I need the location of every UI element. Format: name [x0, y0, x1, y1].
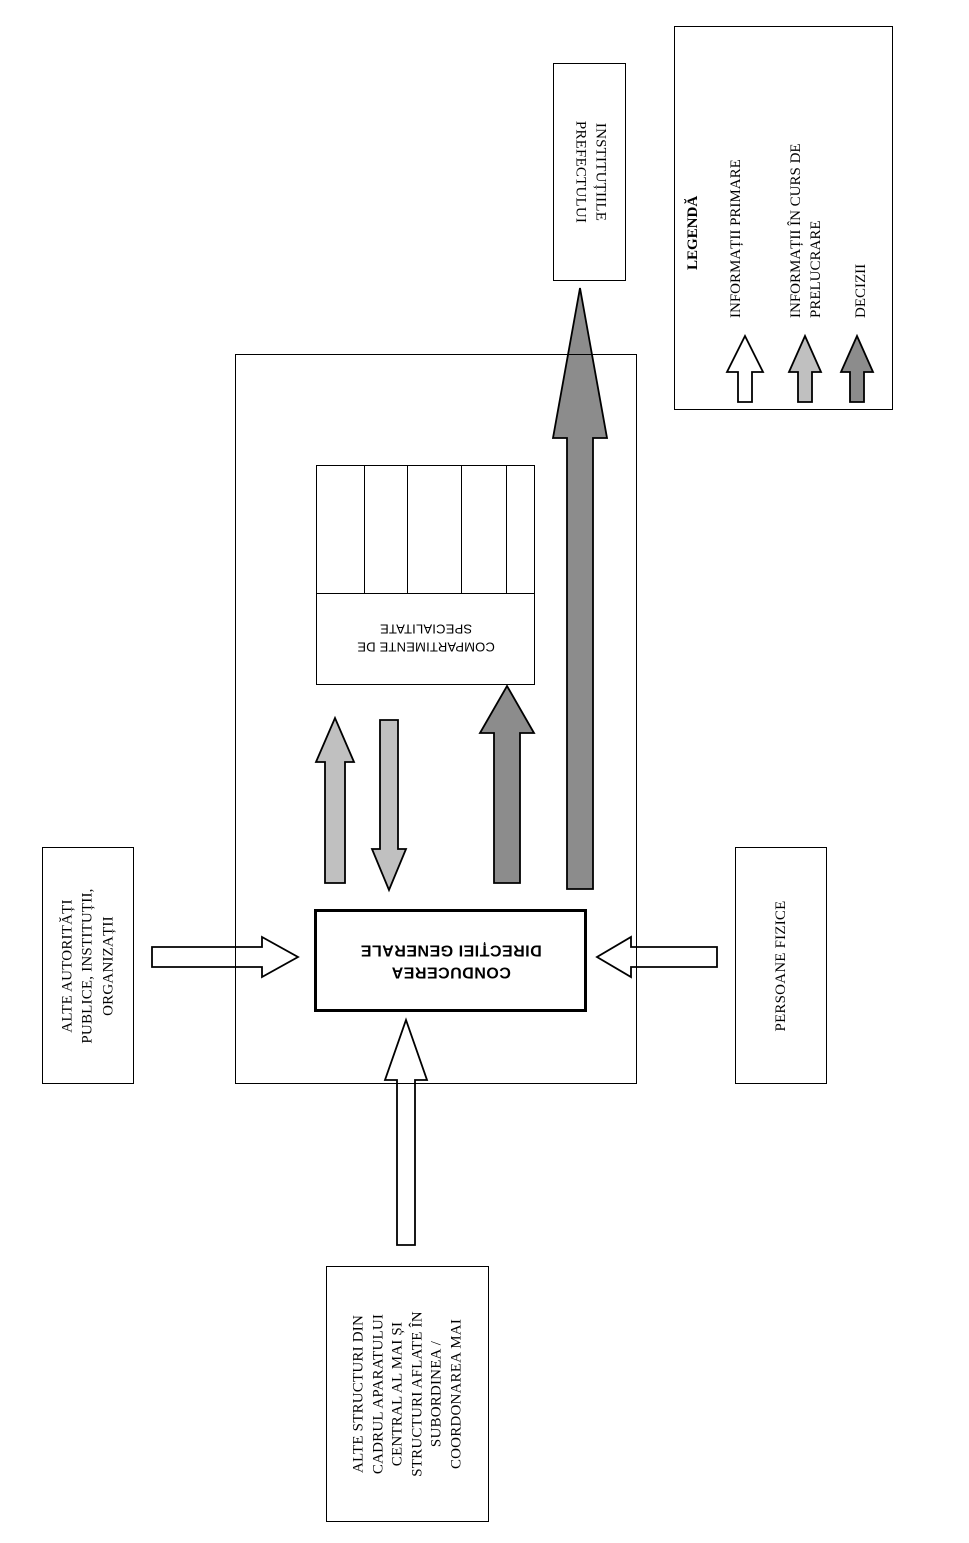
legend-label-primary: INFORMAȚII PRIMARE — [728, 159, 744, 318]
legend-arrow-decision — [839, 333, 875, 403]
arrow-primary-from-persons — [595, 935, 718, 979]
departments-columns — [317, 466, 534, 594]
arrow-processing-down — [370, 719, 408, 893]
other-structures-line-2: CADRUL APARATULUI — [369, 1313, 386, 1475]
departments-label: COMPARTIMENTE DE SPECIALITATE — [357, 620, 495, 655]
legend-label-processing-2: PRELUCRARE — [808, 220, 824, 318]
leadership-box: CONDUCEREA DIRECȚIEI GENERALE — [314, 909, 587, 1012]
natural-persons-label: PERSOANE FIZICE — [771, 900, 791, 1031]
leadership-label-line-2: DIRECȚIEI GENERALE — [359, 941, 542, 959]
legend-arrow-processing — [787, 333, 823, 403]
prefect-label: INSTITUȚIILE PREFECTULUI — [569, 121, 610, 223]
other-authorities-box: ALTE AUTORITĂȚI PUBLICE, INSTITUȚII, ORG… — [42, 847, 134, 1084]
other-authorities-line-3: ORGANIZAȚII — [100, 915, 117, 1016]
other-structures-label: ALTE STRUCTURI DIN CADRUL APARATULUI CEN… — [349, 1311, 466, 1476]
other-structures-line-3: CENTRAL AL MAI ȘI — [389, 1321, 405, 1467]
other-structures-box: ALTE STRUCTURI DIN CADRUL APARATULUI CEN… — [326, 1266, 489, 1522]
leadership-label: CONDUCEREA DIRECȚIEI GENERALE — [360, 939, 541, 982]
legend-arrow-primary — [725, 333, 765, 403]
arrow-primary-from-authorities — [151, 935, 300, 979]
departments-box: COMPARTIMENTE DE SPECIALITATE — [316, 465, 535, 685]
arrow-decision-to-departments — [478, 684, 536, 884]
other-authorities-label: ALTE AUTORITĂȚI PUBLICE, INSTITUȚII, ORG… — [58, 888, 119, 1043]
other-structures-line-1: ALTE STRUCTURI DIN — [350, 1314, 366, 1474]
natural-persons-line-1: PERSOANE FIZICE — [772, 900, 789, 1031]
other-authorities-line-2: PUBLICE, INSTITUȚII, — [79, 887, 96, 1044]
departments-label-line-1: COMPARTIMENTE DE — [356, 639, 495, 655]
prefect-box: INSTITUȚIILE PREFECTULUI — [553, 63, 626, 281]
other-structures-line-5: SUBORDINEA / — [428, 1340, 444, 1448]
arrow-processing-up — [314, 715, 356, 884]
arrow-decision-to-prefect — [551, 287, 609, 890]
departments-label-line-2: SPECIALITATE — [379, 622, 472, 637]
prefect-label-line-2: PREFECTULUI — [571, 120, 588, 224]
other-structures-line-4: STRUCTURI AFLATE ÎN — [408, 1311, 425, 1477]
other-structures-line-6: COORDONAREA MAI — [447, 1318, 464, 1470]
prefect-label-line-1: INSTITUȚIILE — [591, 122, 608, 222]
legend-label-processing: INFORMAȚII ÎN CURS DE — [788, 143, 804, 318]
legend-label-decision: DECIZII — [853, 263, 869, 318]
leadership-label-line-1: CONDUCEREA — [390, 963, 511, 981]
natural-persons-box: PERSOANE FIZICE — [735, 847, 827, 1084]
directorate-container — [235, 354, 637, 1084]
legend-title: LEGENDĂ — [685, 195, 701, 270]
other-authorities-line-1: ALTE AUTORITĂȚI — [59, 898, 76, 1033]
legend-box — [674, 26, 893, 410]
arrow-primary-from-structures — [383, 1017, 429, 1246]
